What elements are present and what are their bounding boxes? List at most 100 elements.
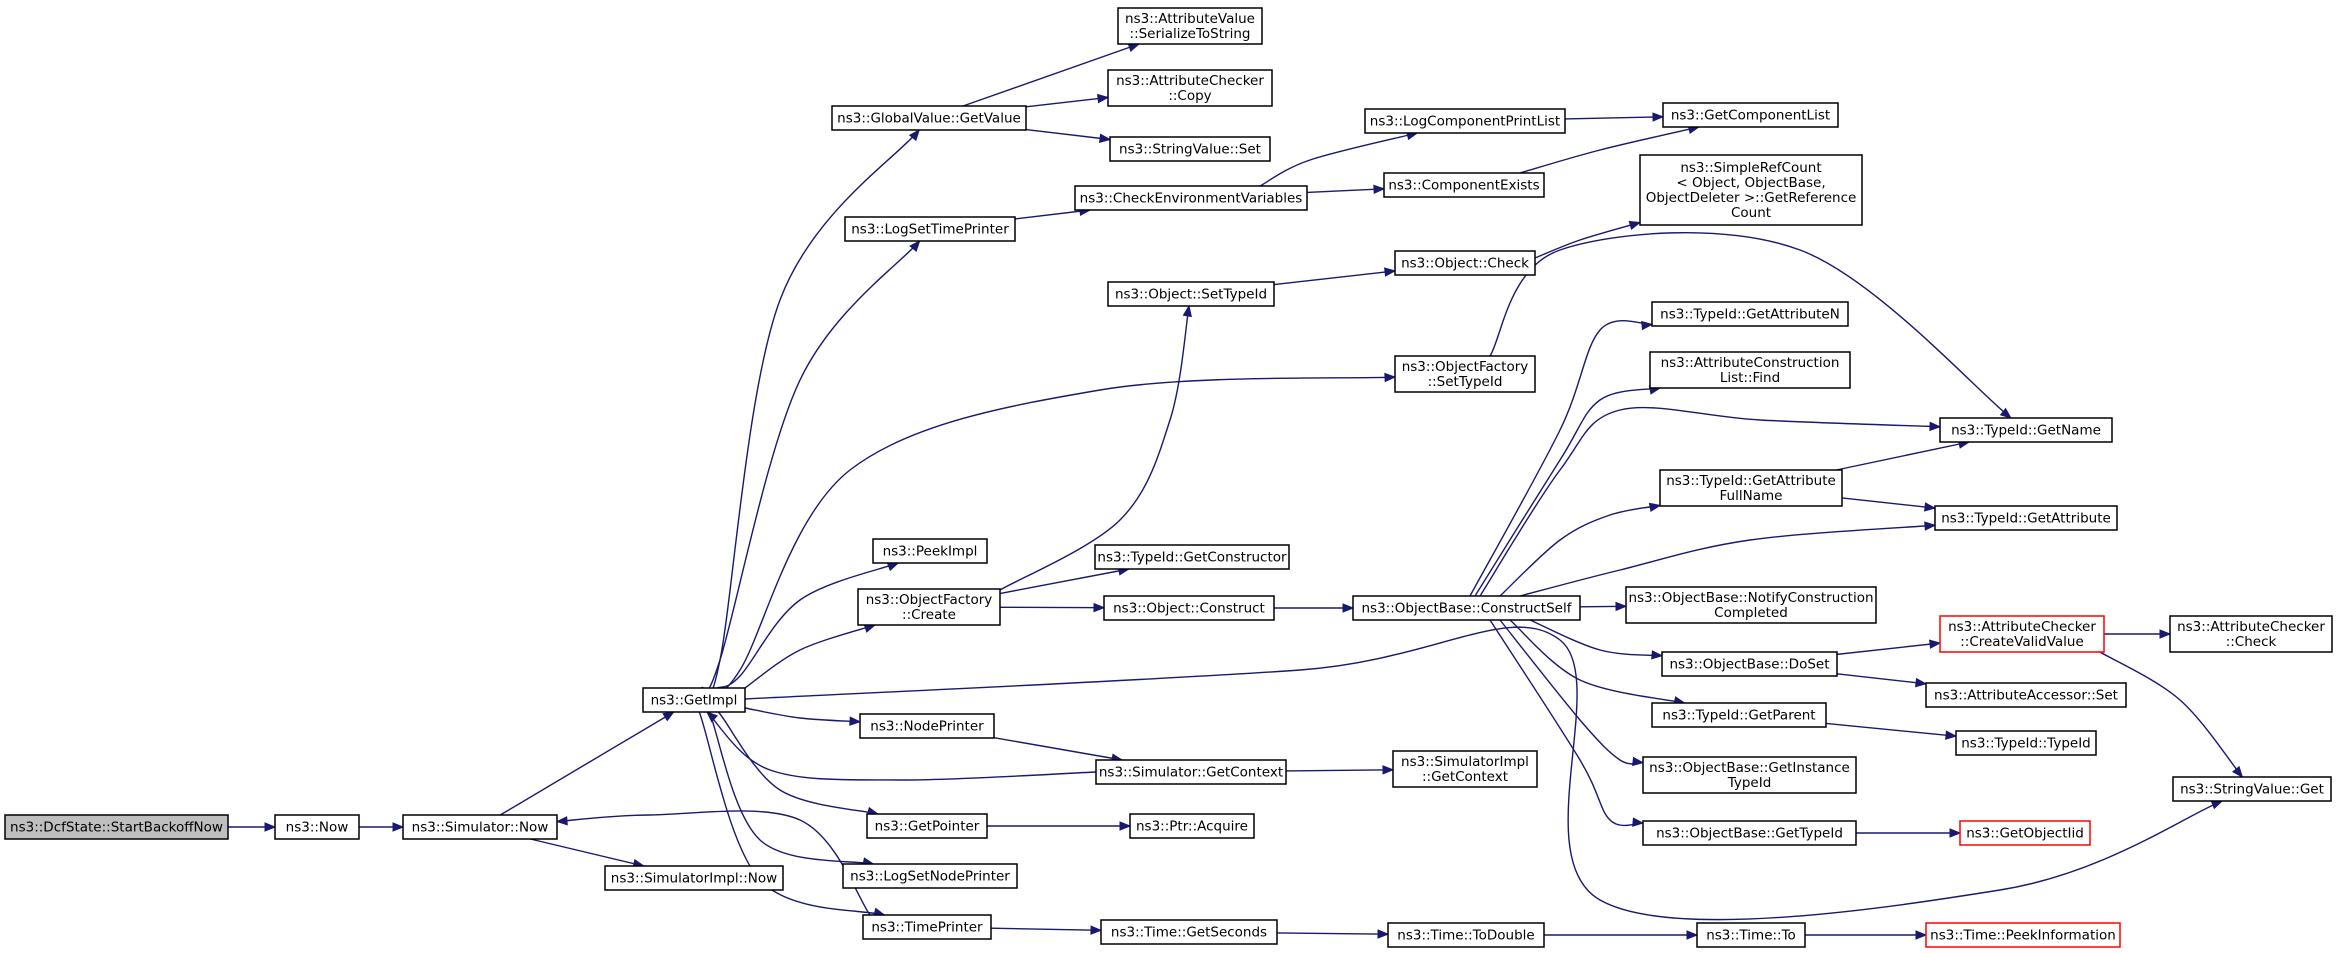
node-box[interactable] xyxy=(872,538,988,564)
node-getpointer[interactable]: ns3::GetPointer xyxy=(866,813,988,839)
node-nodeprinter[interactable]: ns3::NodePrinter xyxy=(859,713,995,739)
node-box[interactable] xyxy=(1925,682,2127,708)
node-box[interactable] xyxy=(1696,922,1806,948)
node-attributechecker_check[interactable]: ns3::AttributeChecker::Check xyxy=(2169,615,2333,653)
node-attributevalue_serializetostring[interactable]: ns3::AttributeValue::SerializeToString xyxy=(1117,7,1263,45)
node-logcomponentprintlist[interactable]: ns3::LogComponentPrintList xyxy=(1364,108,1566,134)
node-box[interactable] xyxy=(1642,756,1857,794)
node-timeprinter[interactable]: ns3::TimePrinter xyxy=(862,914,992,940)
node-box[interactable] xyxy=(1955,730,2097,756)
node-logsettimeprinter[interactable]: ns3::LogSetTimePrinter xyxy=(844,216,1016,242)
node-simplerefcount_getreferencecount[interactable]: ns3::SimpleRefCount< Object, ObjectBase,… xyxy=(1639,154,1863,226)
node-box[interactable] xyxy=(1109,136,1271,162)
node-box[interactable] xyxy=(402,814,558,840)
node-objectbase_doset[interactable]: ns3::ObjectBase::DoSet xyxy=(1661,651,1838,677)
node-componentexists[interactable]: ns3::ComponentExists xyxy=(1383,172,1545,198)
node-typeid_getattribute[interactable]: ns3::TypeId::GetAttribute xyxy=(1934,505,2118,531)
node-box[interactable] xyxy=(1094,544,1290,570)
node-box[interactable] xyxy=(4,814,229,840)
node-time_todouble[interactable]: ns3::Time::ToDouble xyxy=(1387,922,1545,948)
node-attributeaccessor_set[interactable]: ns3::AttributeAccessor::Set xyxy=(1925,682,2127,708)
node-box[interactable] xyxy=(1651,702,1827,728)
node-attributechecker_createvalidvalue[interactable]: ns3::AttributeChecker::CreateValidValue xyxy=(1939,615,2105,653)
node-box[interactable] xyxy=(1100,919,1278,945)
node-stringvalue_get[interactable]: ns3::StringValue::Get xyxy=(2172,776,2332,802)
node-box[interactable] xyxy=(1939,417,2113,443)
node-box[interactable] xyxy=(274,814,360,840)
node-typeid_getparent[interactable]: ns3::TypeId::GetParent xyxy=(1651,702,1827,728)
node-box[interactable] xyxy=(1661,651,1838,677)
node-box[interactable] xyxy=(642,687,746,713)
node-typeid_getconstructor[interactable]: ns3::TypeId::GetConstructor xyxy=(1094,544,1290,570)
node-box[interactable] xyxy=(1387,922,1545,948)
node-box[interactable] xyxy=(1352,595,1581,621)
node-box[interactable] xyxy=(604,865,784,891)
node-ptr_acquire[interactable]: ns3::Ptr::Acquire xyxy=(1129,813,1255,839)
node-objectfactory_create[interactable]: ns3::ObjectFactory::Create xyxy=(857,588,1001,626)
node-box[interactable] xyxy=(857,588,1001,626)
node-dcfstate_startbackoffnow[interactable]: ns3::DcfState::StartBackoffNow xyxy=(4,814,229,840)
node-box[interactable] xyxy=(1639,154,1863,226)
node-logsetnodeprinter[interactable]: ns3::LogSetNodePrinter xyxy=(842,863,1018,889)
node-box[interactable] xyxy=(1095,759,1287,785)
node-box[interactable] xyxy=(1129,813,1255,839)
node-attributechecker_copy[interactable]: ns3::AttributeChecker::Copy xyxy=(1107,69,1273,107)
node-time_to[interactable]: ns3::Time::To xyxy=(1696,922,1806,948)
node-simulatorimpl_now[interactable]: ns3::SimulatorImpl::Now xyxy=(604,865,784,891)
node-getcomponentlist[interactable]: ns3::GetComponentList xyxy=(1662,102,1839,128)
node-peekimpl[interactable]: ns3::PeekImpl xyxy=(872,538,988,564)
node-box[interactable] xyxy=(862,914,992,940)
node-box[interactable] xyxy=(1934,505,2118,531)
node-globalvalue_getvalue[interactable]: ns3::GlobalValue::GetValue xyxy=(831,105,1027,131)
node-box[interactable] xyxy=(1394,250,1536,276)
node-simulator_now[interactable]: ns3::Simulator::Now xyxy=(402,814,558,840)
node-box[interactable] xyxy=(1103,595,1275,621)
node-now[interactable]: ns3::Now xyxy=(274,814,360,840)
node-box[interactable] xyxy=(1364,108,1566,134)
node-box[interactable] xyxy=(1651,301,1849,327)
node-box[interactable] xyxy=(842,863,1018,889)
node-box[interactable] xyxy=(1642,820,1857,846)
node-typeid_getattributen[interactable]: ns3::TypeId::GetAttributeN xyxy=(1651,301,1849,327)
node-box[interactable] xyxy=(859,713,995,739)
node-box[interactable] xyxy=(2172,776,2332,802)
node-box[interactable] xyxy=(1117,7,1263,45)
node-box[interactable] xyxy=(1939,615,2105,653)
node-box[interactable] xyxy=(1625,586,1877,624)
node-box[interactable] xyxy=(1659,469,1843,507)
node-object_settypeid[interactable]: ns3::Object::SetTypeId xyxy=(1107,281,1275,307)
node-box[interactable] xyxy=(844,216,1016,242)
node-box[interactable] xyxy=(1107,281,1275,307)
node-box[interactable] xyxy=(831,105,1027,131)
node-box[interactable] xyxy=(866,813,988,839)
node-box[interactable] xyxy=(1662,102,1839,128)
node-box[interactable] xyxy=(1959,820,2091,846)
node-box[interactable] xyxy=(1074,185,1308,211)
node-getimpl[interactable]: ns3::GetImpl xyxy=(642,687,746,713)
node-time_peekinformation[interactable]: ns3::Time::PeekInformation xyxy=(1925,922,2121,948)
node-checkenvironmentvariables[interactable]: ns3::CheckEnvironmentVariables xyxy=(1074,185,1308,211)
node-objectbase_gettypeid[interactable]: ns3::ObjectBase::GetTypeId xyxy=(1642,820,1857,846)
node-typeid_typeid[interactable]: ns3::TypeId::TypeId xyxy=(1955,730,2097,756)
node-typeid_getname[interactable]: ns3::TypeId::GetName xyxy=(1939,417,2113,443)
node-box[interactable] xyxy=(1394,355,1536,393)
node-getobjectiid[interactable]: ns3::GetObjectIid xyxy=(1959,820,2091,846)
node-objectbase_constructself[interactable]: ns3::ObjectBase::ConstructSelf xyxy=(1352,595,1581,621)
node-box[interactable] xyxy=(1925,922,2121,948)
node-objectfactory_settypeid[interactable]: ns3::ObjectFactory::SetTypeId xyxy=(1394,355,1536,393)
node-object_construct[interactable]: ns3::Object::Construct xyxy=(1103,595,1275,621)
node-box[interactable] xyxy=(1392,750,1538,788)
node-simulator_getcontext[interactable]: ns3::Simulator::GetContext xyxy=(1095,759,1287,785)
node-objectbase_notifyconstructioncompleted[interactable]: ns3::ObjectBase::NotifyConstructionCompl… xyxy=(1625,586,1877,624)
node-box[interactable] xyxy=(1649,351,1851,389)
node-object_check[interactable]: ns3::Object::Check xyxy=(1394,250,1536,276)
node-box[interactable] xyxy=(1383,172,1545,198)
node-box[interactable] xyxy=(2169,615,2333,653)
node-stringvalue_set[interactable]: ns3::StringValue::Set xyxy=(1109,136,1271,162)
node-time_getseconds[interactable]: ns3::Time::GetSeconds xyxy=(1100,919,1278,945)
node-simulatorimpl_getcontext[interactable]: ns3::SimulatorImpl::GetContext xyxy=(1392,750,1538,788)
node-box[interactable] xyxy=(1107,69,1273,107)
